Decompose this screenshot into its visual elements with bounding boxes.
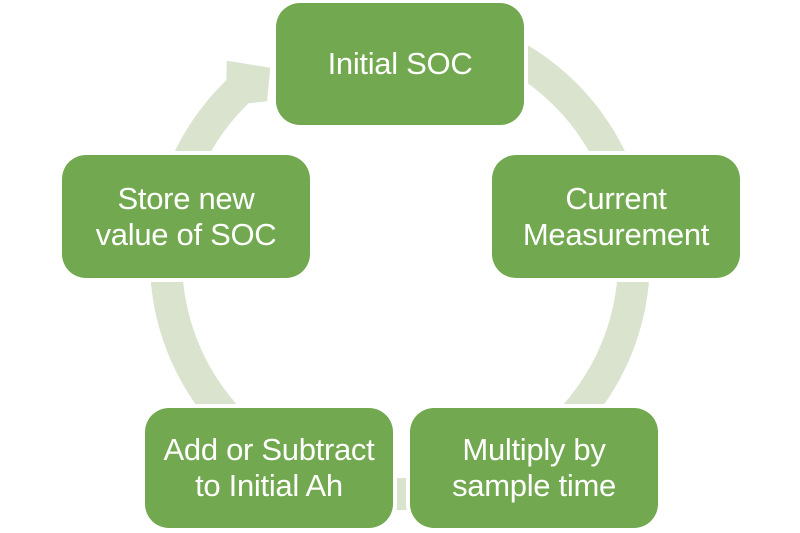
node-label: Store new value of SOC bbox=[95, 180, 277, 252]
node-store-new-value: Store new value of SOC bbox=[62, 155, 310, 278]
node-label: Current Measurement bbox=[522, 180, 710, 252]
node-add-or-subtract: Add or Subtract to Initial Ah bbox=[145, 408, 393, 528]
node-initial-soc: Initial SOC bbox=[276, 3, 524, 125]
node-current-measurement: Current Measurement bbox=[492, 155, 740, 278]
node-label: Initial SOC bbox=[327, 46, 473, 82]
node-label: Add or Subtract to Initial Ah bbox=[163, 432, 375, 503]
node-label: Multiply by sample time bbox=[452, 432, 616, 503]
node-multiply-by-sample-time: Multiply by sample time bbox=[410, 408, 658, 528]
